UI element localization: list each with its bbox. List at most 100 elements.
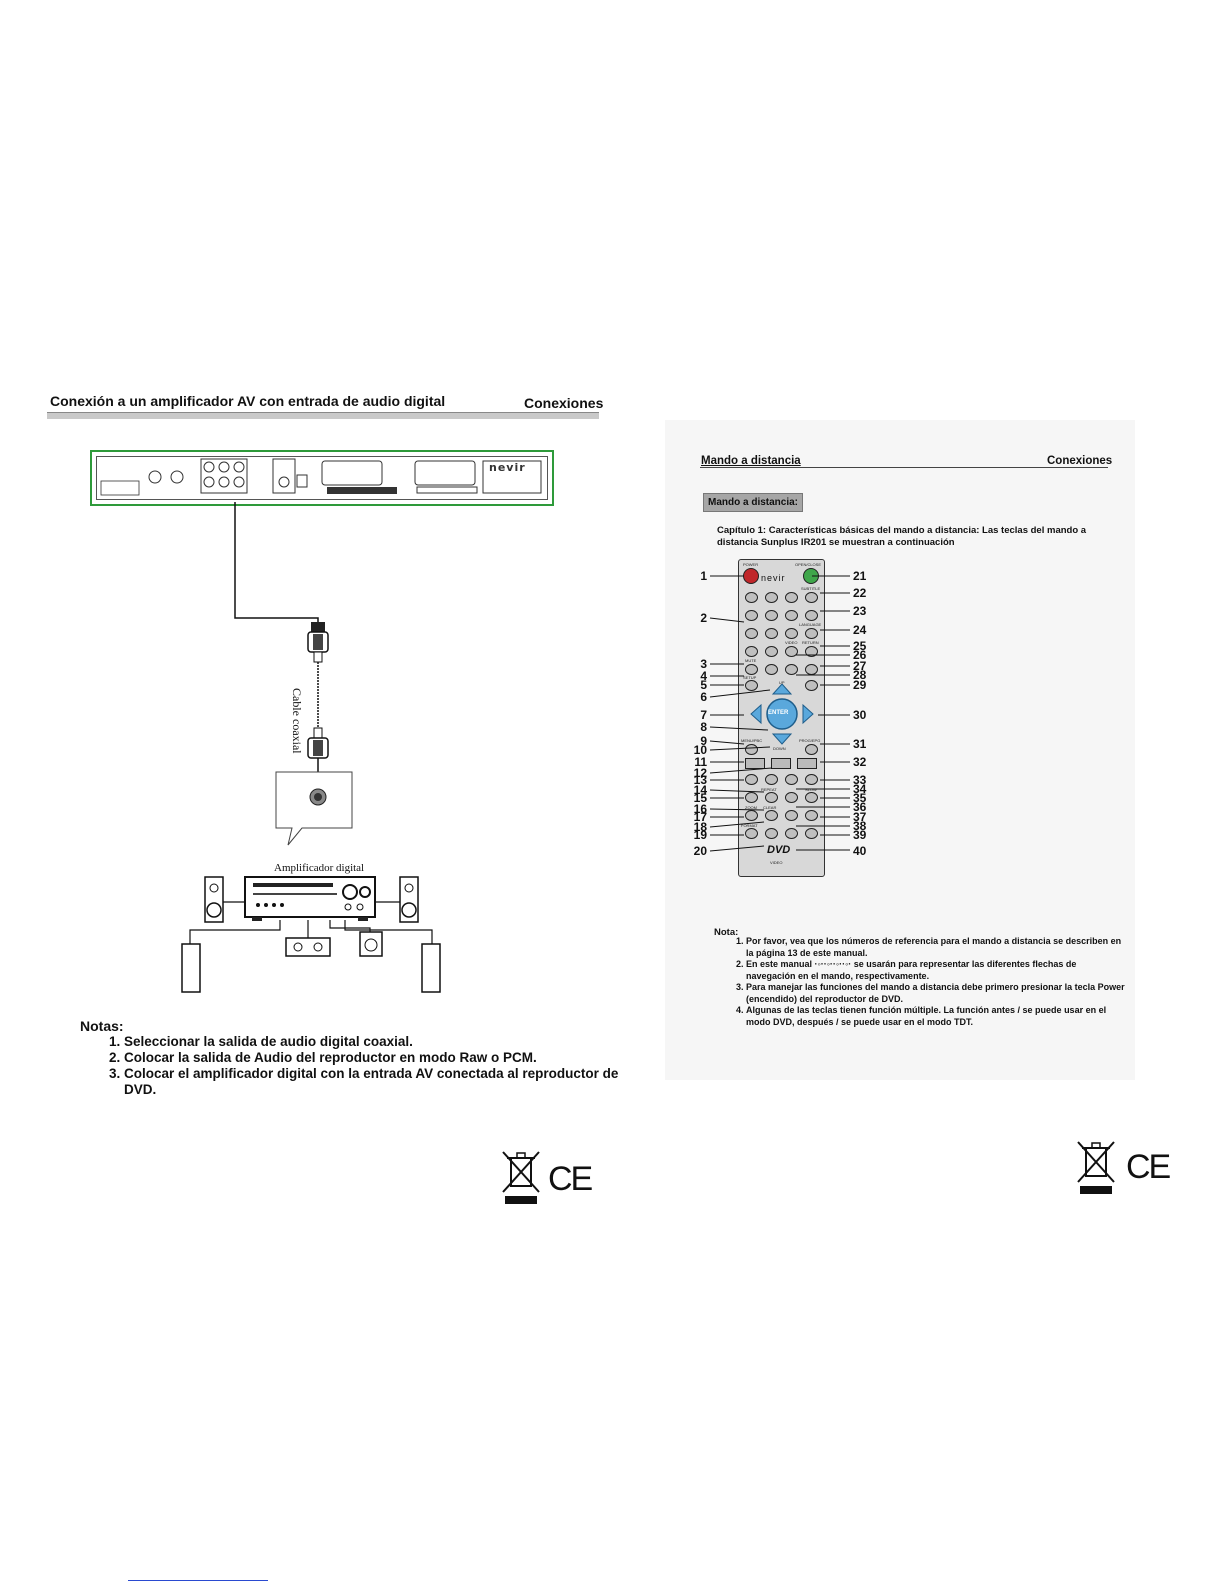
slow-button[interactable] [805, 792, 818, 803]
callout-number: 34 [853, 782, 867, 796]
zoom-label: ZOOM [745, 805, 757, 810]
key-button[interactable] [745, 610, 758, 621]
key-button[interactable] [805, 610, 818, 621]
pause-button[interactable] [797, 758, 817, 769]
dvd-video-label: VIDEO [770, 860, 783, 865]
key-button[interactable] [785, 774, 798, 785]
nota-item: En este manual ·◦··◦··◦··◦· se usarán pa… [746, 959, 1126, 982]
note-item: Colocar el amplificador digital con la e… [124, 1066, 624, 1098]
key-button[interactable] [785, 828, 798, 839]
callout-number: 39 [853, 828, 867, 842]
left-arrow-icon [750, 703, 762, 725]
key-button[interactable] [785, 628, 798, 639]
key-button[interactable] [745, 774, 758, 785]
rear-panel-connectors [100, 458, 542, 496]
callout-number: 27 [853, 659, 867, 673]
format-button[interactable] [745, 828, 758, 839]
key-button[interactable] [785, 610, 798, 621]
remote-control: POWER OPEN/CLOSE nevir SUBTITLE LANGUAGE… [738, 559, 825, 877]
key-button[interactable] [785, 664, 798, 675]
remote-brand: nevir [761, 573, 786, 583]
menu-pbc-button[interactable] [745, 744, 758, 755]
key-button[interactable] [745, 792, 758, 803]
repeat-button[interactable] [765, 792, 778, 803]
callout-number: 12 [693, 766, 707, 780]
notes-list: Seleccionar la salida de audio digital c… [92, 1034, 624, 1098]
setup-button[interactable] [745, 680, 758, 691]
key-button[interactable] [765, 774, 778, 785]
clear-label: CLEAR [763, 805, 777, 810]
callout-number: 25 [853, 639, 867, 653]
dvd-rear-panel: nevir [90, 450, 554, 506]
left-page-section: Conexiones [524, 395, 604, 411]
callout-number: 18 [693, 820, 707, 834]
prog-epg-button[interactable] [805, 744, 818, 755]
stop-button[interactable] [771, 758, 791, 769]
callout-number: 6 [700, 690, 707, 704]
right-arrow-icon [802, 703, 814, 725]
key-button[interactable] [805, 774, 818, 785]
key-button[interactable] [785, 810, 798, 821]
return-label: RETURN [802, 640, 819, 645]
callout-number: 14 [693, 783, 707, 797]
navigation-pad [750, 684, 814, 745]
power-label: POWER [743, 562, 759, 567]
clear-button[interactable] [765, 810, 778, 821]
key-button[interactable] [765, 664, 778, 675]
left-header-bar [47, 412, 599, 419]
subtitle-button[interactable] [805, 592, 818, 603]
notes-title: Notas: [80, 1018, 124, 1034]
video-button[interactable] [785, 646, 798, 657]
key-button[interactable] [745, 592, 758, 603]
callout-number: 17 [693, 810, 707, 824]
key-button[interactable] [745, 628, 758, 639]
callout-number: 38 [853, 819, 867, 833]
play-button[interactable] [745, 758, 765, 769]
callout-number: 26 [853, 648, 867, 662]
callout-number: 16 [693, 802, 707, 816]
note-item: Colocar la salida de Audio del reproduct… [124, 1050, 624, 1066]
return-button[interactable] [805, 646, 818, 657]
weee-bin-icon [1077, 1141, 1115, 1194]
nota-item: Algunas de las teclas tienen función múl… [746, 1005, 1126, 1028]
nota-title: Nota: [714, 927, 739, 938]
callout-lines [709, 575, 850, 852]
key-button[interactable] [765, 610, 778, 621]
key-button[interactable] [805, 828, 818, 839]
zoom-button[interactable] [745, 810, 758, 821]
callout-number: 7 [700, 708, 707, 722]
down-label: DOWN [773, 746, 786, 751]
repeat-label: REPEAT [761, 787, 777, 792]
key-button[interactable] [745, 646, 758, 657]
callout-number: 5 [700, 678, 707, 692]
key-button[interactable] [805, 680, 818, 691]
open-close-label: OPEN/CLOSE [795, 562, 822, 567]
callout-number: 20 [693, 844, 707, 858]
key-button[interactable] [805, 810, 818, 821]
section-badge: Mando a distancia: [703, 493, 804, 512]
video-label: VIDEO [785, 640, 798, 645]
language-button[interactable] [805, 628, 818, 639]
weee-bin-icon [502, 1151, 540, 1204]
note-item: Seleccionar la salida de audio digital c… [124, 1034, 624, 1050]
enter-button[interactable]: ENTER [768, 710, 789, 716]
callout-number: 28 [853, 668, 867, 682]
device-brand: nevir [489, 461, 526, 474]
footer-link-underline [128, 1580, 268, 1581]
key-button[interactable] [785, 592, 798, 603]
right-header-rule [700, 467, 1108, 468]
prog-label: PROG/EPG [799, 738, 821, 743]
key-button[interactable] [765, 592, 778, 603]
key-button[interactable] [765, 828, 778, 839]
callout-number: 10 [693, 743, 707, 757]
right-page-title: Mando a distancia [701, 455, 801, 467]
key-button[interactable] [765, 628, 778, 639]
down-arrow-icon [771, 733, 793, 745]
callout-number: 15 [693, 791, 707, 805]
callout-number: 23 [853, 604, 867, 618]
setup-label: SETUP [743, 675, 757, 680]
key-button[interactable] [765, 646, 778, 657]
left-page-title: Conexión a un amplificador AV con entrad… [50, 393, 446, 409]
mute-button[interactable] [745, 664, 758, 675]
key-button[interactable] [785, 792, 798, 803]
